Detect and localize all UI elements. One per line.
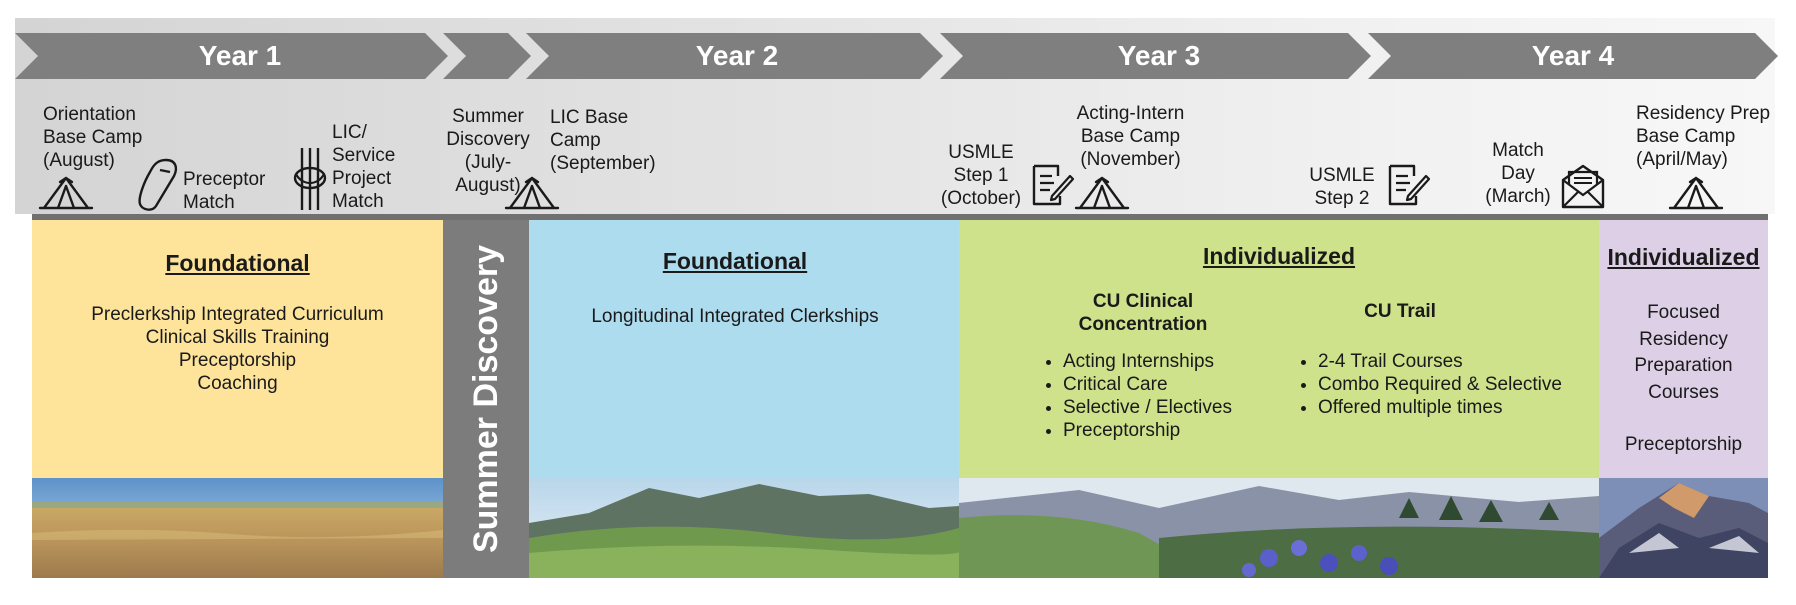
document-pen-icon (1388, 164, 1430, 206)
ccc-list: Acting Internships Critical Care Selecti… (1039, 350, 1232, 442)
list-item: Selective / Electives (1063, 396, 1232, 419)
summer-discovery-label: Summer Discovery (467, 244, 505, 554)
year-2-arrow (526, 33, 943, 79)
year-2-label: Year 2 (695, 40, 779, 71)
summer-arrow (443, 33, 531, 79)
cu-trail-title: CU Trail (1364, 301, 1436, 322)
wildflower-landscape-image (959, 478, 1599, 578)
year-arrows (15, 33, 1778, 79)
rope-knot-icon (293, 148, 327, 210)
list-item: Acting Internships (1063, 350, 1232, 373)
year-3-arrow (940, 33, 1371, 79)
cu-trail-list: 2-4 Trail Courses Combo Required & Selec… (1294, 350, 1562, 419)
year-4-panel (1599, 220, 1768, 478)
list-item: Combo Required & Selective (1318, 373, 1562, 396)
y4-section-title: Individualized (1607, 244, 1760, 270)
tent-icon (38, 176, 94, 210)
prairie-landscape-image (32, 478, 443, 578)
y3-section-title: Individualized (1202, 243, 1356, 269)
year-4-label: Year 4 (1531, 40, 1615, 71)
list-item: Preceptorship (1063, 419, 1232, 442)
tent-icon (504, 176, 560, 210)
year-1-panel (32, 220, 443, 478)
y1-section-title: Foundational (165, 250, 310, 276)
year-1-arrow (15, 33, 448, 79)
y2-section-lines: Longitudinal Integrated Clerkships (591, 306, 879, 327)
year-2-panel (529, 220, 959, 478)
list-item: Offered multiple times (1318, 396, 1562, 419)
timeline-divider (32, 214, 1768, 220)
list-item: Critical Care (1063, 373, 1232, 396)
document-pen-icon (1032, 164, 1074, 206)
list-item: 2-4 Trail Courses (1318, 350, 1562, 373)
carabiner-icon (138, 158, 178, 211)
year-4-arrow (1368, 33, 1778, 79)
year-3-label: Year 3 (1117, 40, 1201, 71)
summer-discovery-bar (443, 220, 529, 578)
envelope-icon (1561, 164, 1605, 209)
y2-section-title: Foundational (662, 248, 808, 274)
foothills-landscape-image (529, 478, 959, 578)
y4-preceptorship: Preceptorship (1624, 434, 1743, 455)
mountain-peak-image (1599, 478, 1768, 578)
tent-icon (1074, 176, 1130, 210)
year-3-panel (959, 220, 1599, 478)
tent-icon (1668, 176, 1724, 210)
year-1-label: Year 1 (198, 40, 282, 71)
